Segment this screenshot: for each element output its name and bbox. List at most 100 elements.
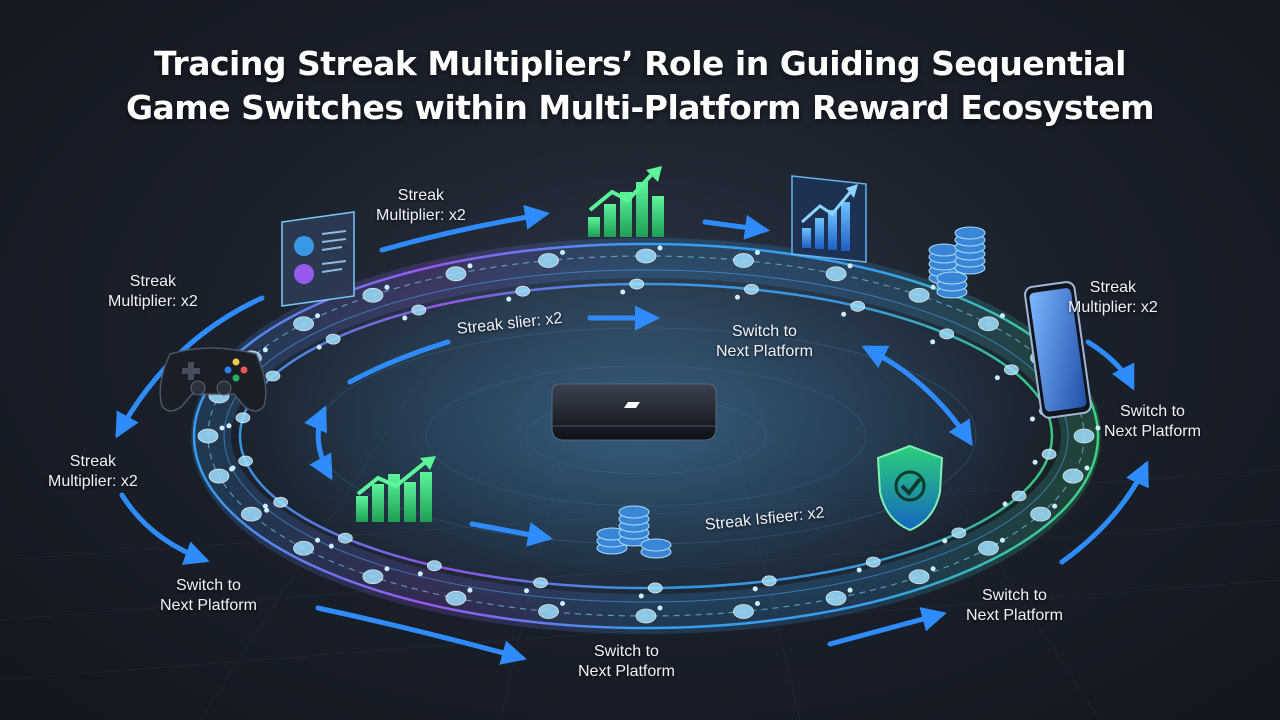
tablet-chart-icon [791,175,867,263]
ring-node [328,532,353,549]
label-switch-right: Switch to Next Platform [1104,402,1201,442]
label-switch-bottom-center-line1: Switch to [594,643,659,660]
mobile-phone-icon [1024,281,1092,419]
label-streak-lower-left-line2: Multiplier: x2 [48,473,138,490]
label-streak-lower-left-line1: Streak [69,453,117,470]
ring-node [942,527,967,544]
ring-node [908,284,936,303]
ring-node [402,304,427,321]
ring-node [362,566,390,585]
ring-node [226,412,251,429]
ring-node [930,328,955,345]
platform-ring [191,238,1101,634]
label-switch-inner-top-line2: Next Platform [716,343,813,360]
coin [928,243,960,257]
coin [936,271,968,285]
label-switch-inner-top-line1: Switch to [732,323,797,340]
arrow-top-right [702,214,770,240]
ring-node [856,556,881,573]
ring-node [264,496,289,513]
ring-node [362,284,390,303]
ring-node [978,537,1005,556]
ring-node [524,577,548,594]
arrow-inner-left [304,405,333,481]
ring-node [240,503,268,522]
ring-node [752,575,777,592]
arrow-right-upper [1085,339,1135,391]
arrow-top-left [379,204,550,253]
ring-node [733,250,760,268]
ring-node [1032,448,1057,465]
ring-node [825,263,853,282]
page-title-line-1: Tracing Streak Multipliers’ Role in Guid… [154,44,1126,83]
ring-node [733,600,760,619]
coin [640,538,672,552]
ring-node [316,333,341,350]
label-switch-bottom-left-line2: Next Platform [160,597,257,614]
ring-node [908,566,936,585]
ring-node [1002,490,1027,507]
streaming-box-icon [551,383,717,441]
ring-node [635,605,663,624]
ring-node [1062,465,1090,484]
arrow-bottom-right [827,607,947,647]
label-streak-right: Streak Multiplier: x2 [1068,278,1158,318]
ring-node [445,263,473,282]
ring-node [445,587,473,606]
label-streak-left: Streak Multiplier: x2 [108,272,198,312]
ring-node [734,283,759,300]
label-switch-bottom-right-line2: Next Platform [966,607,1063,624]
ring-node [1073,425,1101,444]
label-switch-inner-top: Switch to Next Platform [716,322,813,362]
ring-node [1030,503,1058,522]
page-title-line-2: Game Switches within Multi-Platform Rewa… [125,88,1155,127]
label-switch-right-line1: Switch to [1120,403,1185,420]
label-streak-top-line2: Multiplier: x2 [376,207,466,224]
arrow-inner-right [861,345,973,447]
ring-node [197,425,225,444]
label-streak-right-line1: Streak [1089,279,1137,296]
label-switch-bottom-center: Switch to Next Platform [578,642,675,682]
tablet-app-icon [281,211,355,307]
arrow-right-lower [1059,460,1149,565]
ring-node [538,600,566,619]
label-switch-bottom-left: Switch to Next Platform [160,576,257,616]
arrow-inner-top-left [347,339,451,385]
arrow-inner-bottom [469,521,553,547]
label-switch-bottom-right-line1: Switch to [982,587,1047,604]
label-streak-top-line1: Streak [397,187,445,204]
ring-node [825,587,853,606]
ring-node [638,582,663,599]
coin-stack-icon [928,226,986,299]
ring-node [538,250,566,268]
shield-check-icon [876,444,944,532]
label-streak-left-line1: Streak [129,273,177,290]
ring-node [635,245,663,264]
growth-chart-icon [588,166,664,237]
flow-arrows [115,204,1149,665]
ring-node [994,364,1019,381]
label-streak-lower-left: Streak Multiplier: x2 [48,452,138,492]
coin [954,226,986,240]
ring-node [841,300,866,317]
arrow-bottom-left [315,605,527,665]
game-controller-icon [159,347,267,412]
ring-node [417,560,442,577]
coin-stack-icon-center [596,505,672,559]
arrow-left-lower [119,492,210,565]
label-streak-right-line2: Multiplier: x2 [1068,299,1158,316]
ring-node [229,455,253,472]
ring-node [293,313,321,332]
ring-node [978,313,1005,332]
label-streak-left-line2: Multiplier: x2 [108,293,198,310]
label-switch-bottom-center-line2: Next Platform [578,663,675,680]
label-switch-bottom-left-line1: Switch to [176,577,241,594]
growth-chart-icon-lower [356,456,436,522]
coin [618,505,650,519]
label-switch-right-line2: Next Platform [1104,423,1201,440]
label-streak-top: Streak Multiplier: x2 [376,186,466,226]
ring-node [293,537,321,556]
label-switch-bottom-right: Switch to Next Platform [966,586,1063,626]
ring-node [620,278,645,295]
